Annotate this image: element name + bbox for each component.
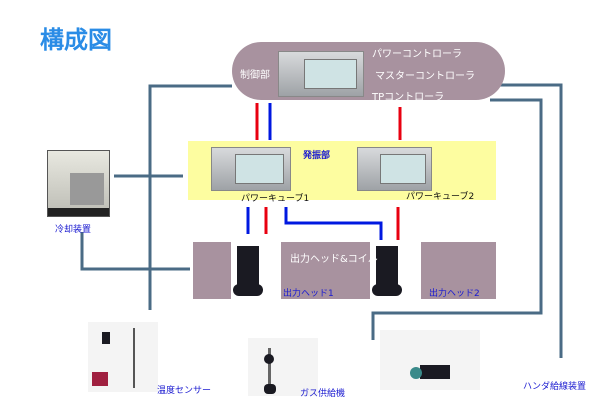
output-head-1-image: [231, 242, 281, 299]
line-cooler-head: [80, 232, 190, 271]
output-head-2-label: 出力ヘッド2: [429, 289, 480, 299]
cooler-image: [47, 150, 110, 217]
temp-sensor-image: [88, 322, 158, 392]
power-cube-2-label: パワーキューブ2: [406, 192, 475, 202]
line-solder: [496, 83, 563, 358]
page-title: 構成図: [40, 26, 112, 54]
power-cube-2-image: [357, 147, 432, 191]
solder-feeder-label: ハンダ給線装置: [523, 382, 587, 392]
control-unit: [232, 42, 505, 100]
power-cube-1-image: [211, 147, 291, 191]
head-coil-label: 出力ヘッド&コイル: [290, 254, 378, 265]
control-label: 制御部: [240, 70, 270, 81]
gas-supply-image: [248, 338, 318, 396]
control-item: マスターコントローラ: [375, 71, 475, 82]
blue-line: [284, 207, 383, 240]
head-panel: [421, 242, 496, 299]
solder-feeder-image: [380, 330, 480, 390]
output-head-2-image: [370, 242, 421, 299]
control-item: TPコントローラ: [372, 92, 445, 103]
oscillator-label: 発振部: [303, 151, 331, 161]
temp-sensor-label: 温度センサー: [157, 386, 212, 396]
output-head-1-label: 出力ヘッド1: [283, 289, 334, 299]
head-panel: [193, 242, 231, 299]
control-item: パワーコントローラ: [372, 49, 462, 60]
cooler-label: 冷却装置: [55, 225, 92, 235]
line-gas: [371, 98, 543, 340]
head-panel: [281, 242, 370, 299]
line-temp-sensor: [148, 84, 232, 310]
power-cube-1-label: パワーキューブ1: [241, 194, 310, 204]
gas-supply-label: ガス供給機: [300, 389, 346, 399]
controller-image: [278, 51, 364, 97]
